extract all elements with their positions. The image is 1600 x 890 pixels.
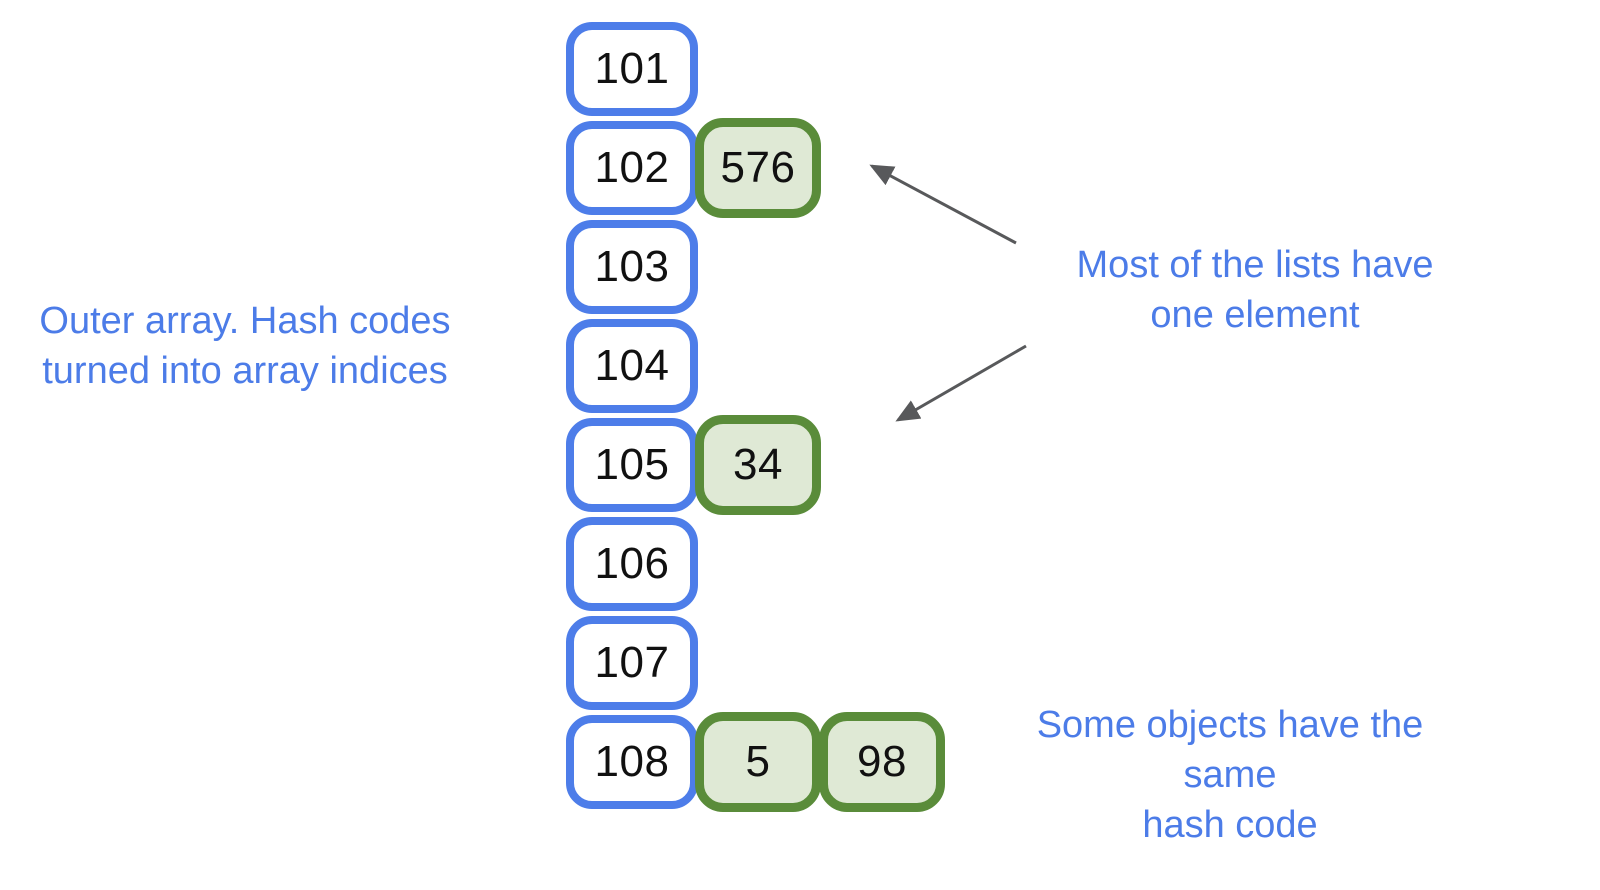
single-element-caption-line2: one element: [1150, 294, 1360, 336]
chain-item-576: 576: [695, 118, 821, 218]
chain-item-5: 5: [695, 712, 821, 812]
bucket-row-105: 105 34: [566, 415, 945, 515]
bucket-row-107: 107: [566, 616, 945, 710]
hash-array-column: 101 102 576 103 104 105 34 106 107 108 5…: [566, 22, 945, 814]
outer-array-caption-line2: turned into array indices: [42, 350, 448, 392]
bucket-104: 104: [566, 319, 698, 413]
outer-array-caption: Outer array. Hash codes turned into arra…: [20, 296, 470, 396]
bucket-row-101: 101: [566, 22, 945, 116]
bucket-103: 103: [566, 220, 698, 314]
bucket-row-104: 104: [566, 319, 945, 413]
single-element-caption: Most of the lists have one element: [1040, 240, 1470, 340]
collision-caption-line2: hash code: [1142, 804, 1318, 846]
bucket-106: 106: [566, 517, 698, 611]
collision-caption: Some objects have the same hash code: [1000, 700, 1460, 850]
bucket-row-106: 106: [566, 517, 945, 611]
bucket-108: 108: [566, 715, 698, 809]
bucket-102: 102: [566, 121, 698, 215]
bucket-row-102: 102 576: [566, 118, 945, 218]
bucket-107: 107: [566, 616, 698, 710]
single-element-caption-line1: Most of the lists have: [1076, 244, 1434, 286]
chain-item-34: 34: [695, 415, 821, 515]
bucket-101: 101: [566, 22, 698, 116]
chain-item-98: 98: [819, 712, 945, 812]
collision-caption-line1: Some objects have the same: [1036, 704, 1424, 796]
bucket-row-103: 103: [566, 220, 945, 314]
bucket-row-108: 108 5 98: [566, 712, 945, 812]
outer-array-caption-line1: Outer array. Hash codes: [39, 300, 451, 342]
bucket-105: 105: [566, 418, 698, 512]
